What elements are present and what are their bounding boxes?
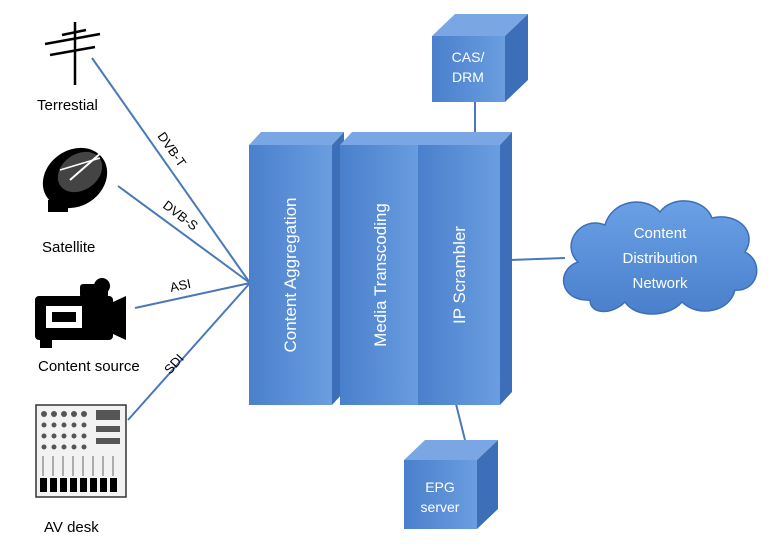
av-desk-icon: [35, 404, 127, 498]
cdn-label-line3: Network: [632, 275, 688, 292]
cdn-label-line2: Distribution: [622, 250, 697, 267]
line-cdn: [509, 257, 566, 261]
source-content-label: Content source: [38, 358, 140, 375]
cdn-cloud: Content Distribution Network: [562, 200, 758, 315]
cas-drm-label-line2: DRM: [452, 69, 484, 85]
label-dvb-t: DVB-T: [155, 129, 190, 170]
label-sdi: SDI: [161, 351, 187, 377]
source-terrestrial-label: Terrestial: [37, 97, 98, 114]
connection-lines: [91, 57, 566, 441]
camera-icon: [35, 278, 126, 348]
line-terrestrial: [91, 57, 251, 284]
label-asi: ASI: [169, 276, 193, 295]
content-aggregation-label: Content Aggregation: [281, 197, 300, 352]
content-aggregation-block: Content Aggregation: [249, 132, 344, 405]
cas-drm-box: CAS/ DRM: [432, 14, 528, 102]
source-satellite-label: Satellite: [42, 239, 95, 256]
cdn-label-line1: Content: [634, 225, 687, 242]
cas-drm-label-line1: CAS/: [452, 49, 485, 65]
line-av-desk: [127, 282, 251, 421]
line-satellite: [117, 185, 251, 284]
source-av-desk-label: AV desk: [44, 519, 99, 536]
antenna-icon: [44, 22, 101, 85]
line-content-source: [134, 282, 251, 309]
ip-scrambler-label: IP Scrambler: [450, 226, 469, 324]
line-epg: [454, 399, 466, 441]
media-transcoding-label: Media Transcoding: [371, 203, 390, 347]
epg-server-box: EPG server: [404, 440, 498, 529]
satellite-dish-icon: [42, 147, 108, 212]
epg-label-line1: EPG: [425, 479, 455, 495]
label-dvb-s: DVB-S: [160, 197, 201, 233]
epg-label-line2: server: [421, 499, 460, 515]
ip-scrambler-block: IP Scrambler: [418, 132, 512, 405]
